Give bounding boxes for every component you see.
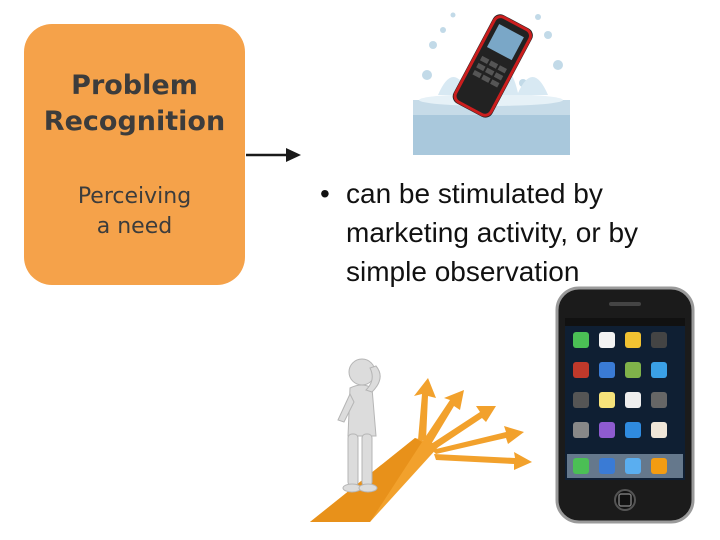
stage-subtitle-line2: a need bbox=[96, 214, 173, 239]
right-arrow-icon bbox=[246, 148, 301, 162]
bullet-line1: can be stimulated by bbox=[346, 178, 603, 209]
bullet-point: • can be stimulated by marketing activit… bbox=[320, 174, 700, 291]
stage-title: Problem Recognition bbox=[24, 68, 245, 140]
bullet-text: can be stimulated by marketing activity,… bbox=[346, 174, 700, 291]
bullet-line2: marketing activity, or by bbox=[346, 217, 639, 248]
iphone-image bbox=[555, 286, 695, 524]
bullet-line3: simple observation bbox=[346, 256, 580, 287]
stage-title-line2: Recognition bbox=[43, 106, 226, 137]
stage-box-problem-recognition: Problem Recognition Perceiving a need bbox=[24, 24, 245, 285]
stage-subtitle-line1: Perceiving bbox=[77, 184, 192, 209]
bullet-marker: • bbox=[320, 178, 330, 209]
thinking-person-at-crossroads-image bbox=[310, 358, 532, 522]
phone-in-water-image bbox=[413, 5, 570, 155]
stage-title-line1: Problem bbox=[71, 70, 198, 101]
stage-subtitle: Perceiving a need bbox=[24, 182, 245, 242]
